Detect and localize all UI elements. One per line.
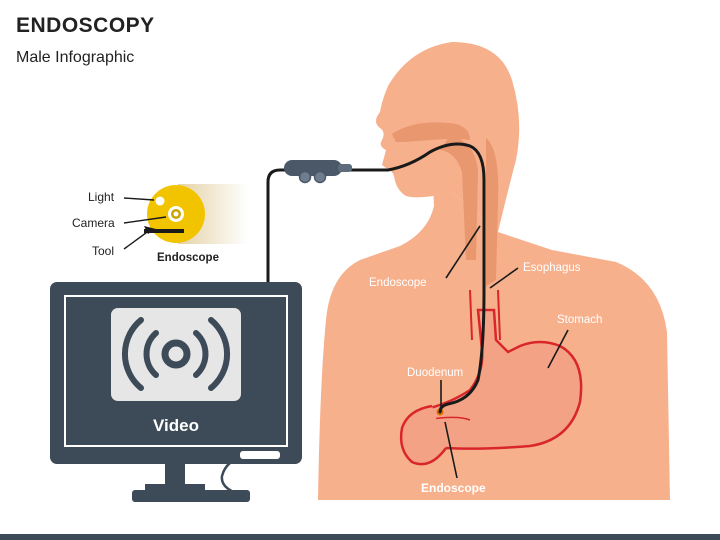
body-pointer-lines: [440, 225, 569, 479]
digestive-organs: [399, 289, 583, 466]
monitor-screen-border: [64, 295, 288, 447]
spine-shadow: [486, 138, 499, 286]
cable-to-monitor: [266, 168, 294, 286]
monitor-foot: [132, 490, 250, 502]
label-endoscope-lower: Endoscope: [421, 481, 486, 495]
label-camera: Camera: [72, 216, 115, 230]
video-icon-tile: [111, 308, 241, 401]
label-tool: Tool: [92, 244, 114, 258]
label-light: Light: [88, 190, 115, 204]
monitor-video-label: Video: [153, 416, 199, 435]
handle-knob-1: [298, 170, 312, 184]
endoscope-tip-detail: [144, 184, 248, 244]
label-duodenum: Duodenum: [407, 367, 463, 379]
tool-channel: [144, 229, 184, 233]
label-endoscope-tip: Endoscope: [157, 252, 219, 264]
monitor-neck: [165, 464, 185, 484]
label-endoscope-upper: Endoscope: [369, 277, 427, 289]
throat-shadow: [440, 136, 478, 260]
label-stomach: Stomach: [557, 314, 602, 326]
handle-knob-2: [313, 170, 327, 184]
endoscope-cable: [266, 142, 486, 414]
footer-bar: [0, 534, 720, 540]
monitor-base: [145, 484, 205, 490]
monitor-power-slot: [240, 451, 280, 459]
esophagus-tube-right: [497, 289, 501, 341]
label-esophagus: Esophagus: [523, 262, 581, 274]
page-subtitle: Male Infographic: [16, 49, 135, 66]
broadcast-camera-icon: [122, 317, 230, 391]
endoscope-handle: [284, 160, 352, 184]
duodenum-loop: [399, 404, 448, 466]
page-title: ENDOSCOPY: [16, 14, 155, 37]
cable-into-body: [348, 142, 486, 414]
esophagus-tube-left: [469, 289, 473, 341]
light-dot: [155, 196, 165, 206]
tool-arrow-tip: [144, 226, 156, 234]
monitor: Video: [50, 282, 302, 502]
tip-pointer-lines: [123, 197, 167, 250]
